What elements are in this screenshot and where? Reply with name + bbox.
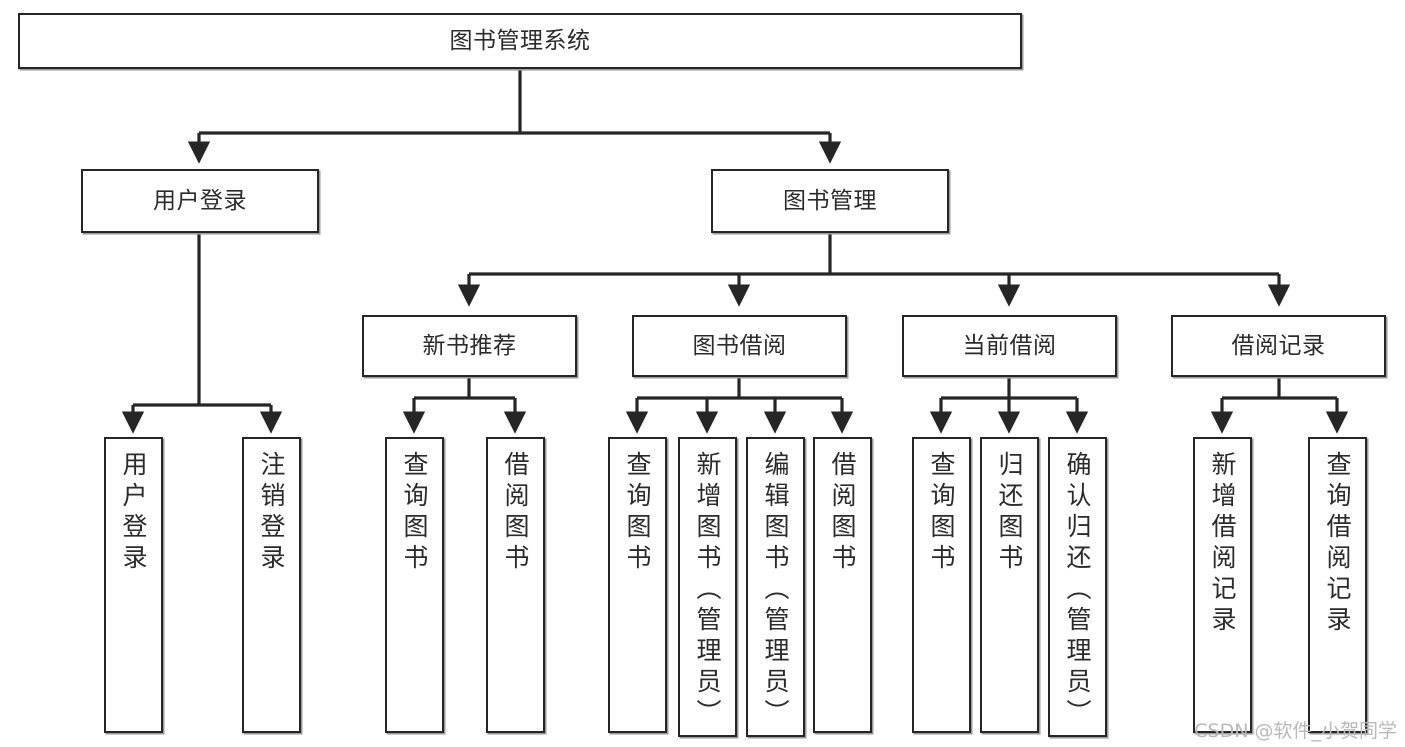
node-leaf-query-book-3-label: 查询图书 [927,451,956,575]
node-leaf-add-book[interactable]: 新增图书（管理员） [678,437,737,737]
node-leaf-add-book-label: 新增图书（管理员） [693,451,722,730]
node-leaf-confirm-return[interactable]: 确认归还（管理员） [1048,437,1107,737]
node-leaf-borrow-book-2[interactable]: 借阅图书 [813,437,872,733]
node-leaf-query-book-2-label: 查询图书 [623,451,652,575]
node-leaf-user-login-label: 用户登录 [119,451,148,575]
node-leaf-query-book-1[interactable]: 查询图书 [385,437,444,733]
node-leaf-query-record-label: 查询借阅记录 [1323,451,1352,637]
node-leaf-return-book-label: 归还图书 [995,451,1024,575]
node-borrow-record-label: 借阅记录 [1231,332,1326,359]
node-new-book-recommend-label: 新书推荐 [422,332,517,359]
node-user-login-label: 用户登录 [153,187,247,214]
node-leaf-borrow-book-1[interactable]: 借阅图书 [486,437,545,733]
node-leaf-user-login[interactable]: 用户登录 [104,437,163,733]
node-borrow-record[interactable]: 借阅记录 [1171,315,1386,377]
node-book-manage-label: 图书管理 [783,187,877,214]
node-leaf-add-record-label: 新增借阅记录 [1208,451,1237,637]
node-leaf-edit-book-label: 编辑图书（管理员） [761,451,790,730]
node-leaf-query-book-1-label: 查询图书 [400,451,429,575]
node-leaf-query-book-3[interactable]: 查询图书 [912,437,971,733]
node-leaf-confirm-return-label: 确认归还（管理员） [1063,451,1092,730]
node-leaf-borrow-book-1-label: 借阅图书 [501,451,530,575]
node-leaf-query-book-2[interactable]: 查询图书 [608,437,667,733]
node-leaf-return-book[interactable]: 归还图书 [980,437,1039,733]
node-leaf-add-record[interactable]: 新增借阅记录 [1193,437,1252,733]
node-leaf-query-record[interactable]: 查询借阅记录 [1308,437,1367,733]
node-current-borrow-label: 当前借阅 [962,332,1057,359]
node-book-manage[interactable]: 图书管理 [711,169,949,233]
node-leaf-borrow-book-2-label: 借阅图书 [828,451,857,575]
node-leaf-user-logout-label: 注销登录 [257,451,286,575]
node-user-login[interactable]: 用户登录 [81,169,319,233]
node-current-borrow[interactable]: 当前借阅 [902,315,1117,377]
node-book-borrow-label: 图书借阅 [692,332,787,359]
node-new-book-recommend[interactable]: 新书推荐 [362,315,577,377]
node-leaf-edit-book[interactable]: 编辑图书（管理员） [746,437,805,737]
node-book-borrow[interactable]: 图书借阅 [632,315,847,377]
node-root[interactable]: 图书管理系统 [18,13,1022,69]
node-root-label: 图书管理系统 [449,27,591,54]
node-leaf-user-logout[interactable]: 注销登录 [242,437,301,733]
